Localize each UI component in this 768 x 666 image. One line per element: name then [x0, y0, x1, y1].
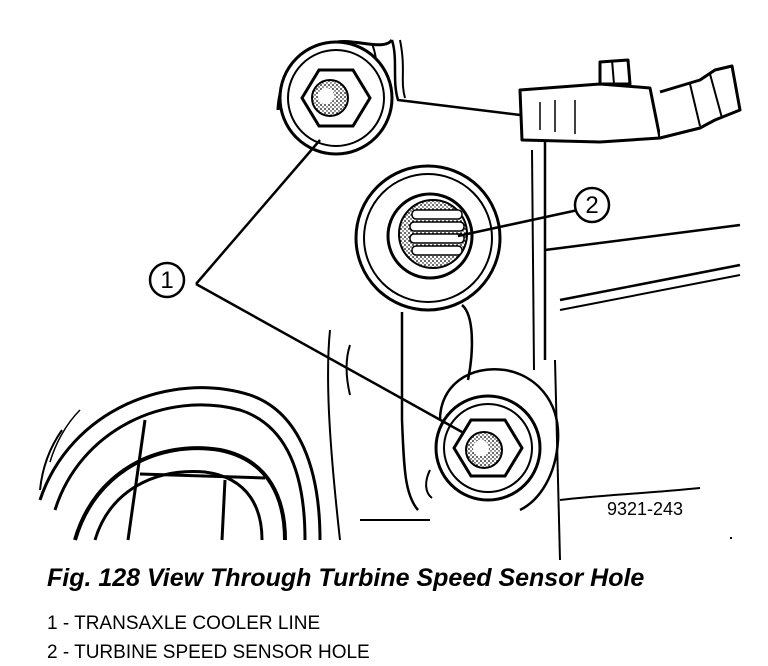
callout-2: 2 — [573, 186, 611, 224]
figure-caption: Fig. 128 View Through Turbine Speed Sens… — [47, 564, 645, 592]
upper-cooler-fitting — [278, 40, 394, 156]
callout-1: 1 — [148, 261, 186, 299]
legend-item-turbine-speed-sensor-hole: 2 - TURBINE SPEED SENSOR HOLE — [47, 642, 370, 663]
transaxle-diagram: 1 2 9321-243 — [38, 38, 742, 560]
speck — [730, 537, 732, 539]
lower-cooler-fitting — [434, 394, 542, 502]
callout-1-number: 1 — [160, 267, 173, 294]
callout-2-circle — [573, 186, 611, 224]
converter-housing-ring — [38, 386, 322, 541]
turbine-speed-sensor-hole — [354, 164, 502, 312]
leader-lines — [195, 139, 579, 434]
callout-2-number: 2 — [585, 192, 598, 219]
figure-code: 9321-243 — [607, 499, 683, 519]
legend-item-transaxle-cooler-line: 1 - TRANSAXLE COOLER LINE — [47, 613, 321, 634]
housing-outline — [276, 38, 741, 560]
sensor-connector — [518, 58, 742, 144]
callout-1-circle — [148, 261, 186, 299]
